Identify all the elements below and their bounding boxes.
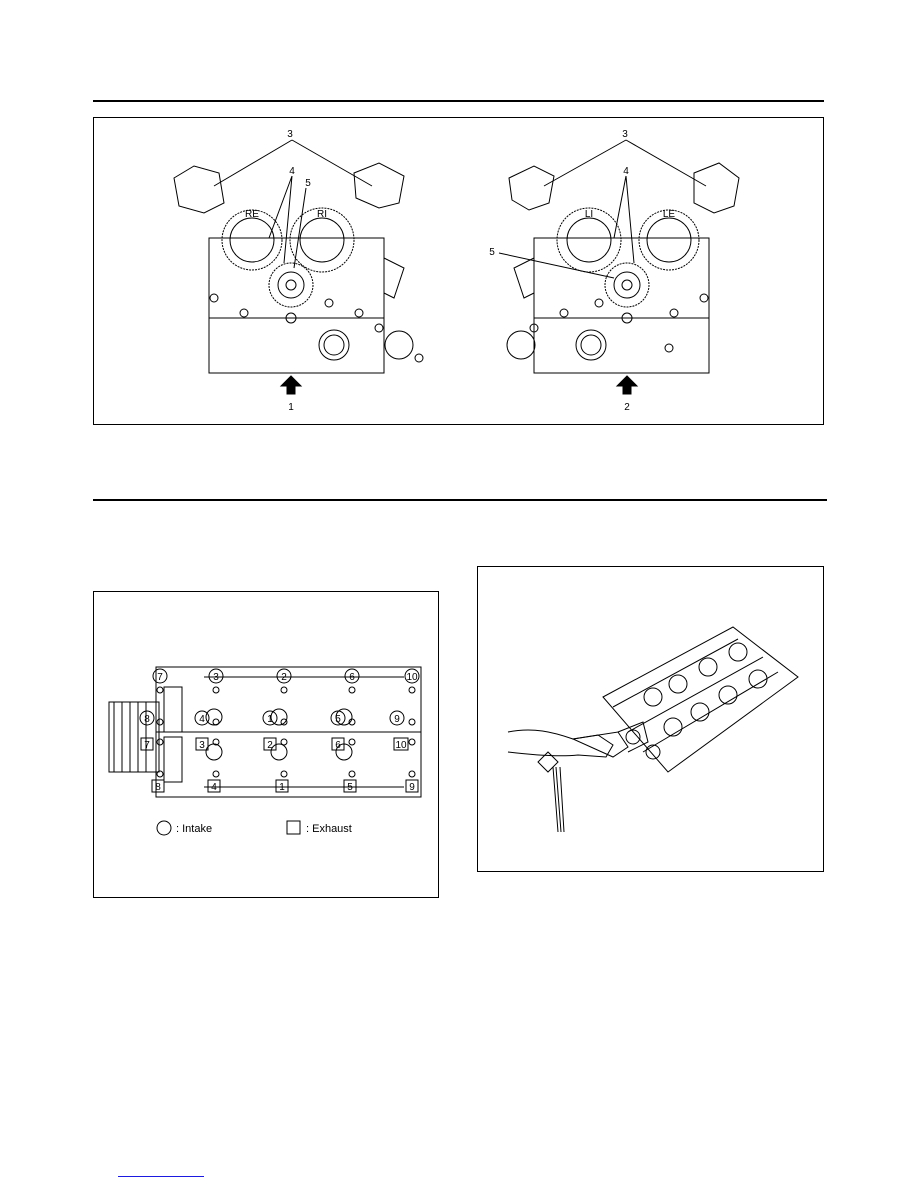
exhaust-number: 5 [347, 782, 353, 793]
intake-number: 3 [213, 672, 219, 683]
exhaust-number: 6 [335, 740, 341, 751]
callout-4-right: 4 [623, 166, 629, 177]
exhaust-number: 8 [155, 782, 161, 793]
intake-number: 10 [406, 672, 418, 683]
head-body-right [533, 237, 710, 374]
cylinder-head-illustration: 3 4 5 3 4 5 RE RI LI LE 1 2 [173, 129, 740, 413]
head-body-left [208, 237, 385, 374]
legend-exhaust-label: : Exhaust [306, 823, 352, 835]
callout-5-right: 5 [489, 247, 495, 258]
intake-number: 4 [199, 714, 205, 725]
intake-number: 8 [144, 714, 150, 725]
footer-link-underline[interactable] [118, 1176, 204, 1177]
intake-number: 1 [267, 714, 273, 725]
exhaust-number: 10 [395, 740, 407, 751]
cam-label-le: LE [663, 209, 676, 220]
intake-number: 9 [394, 714, 400, 725]
view-number-1: 1 [288, 402, 294, 413]
figure-hammer-removal [477, 566, 824, 872]
section-divider [93, 499, 827, 501]
intake-number: 6 [349, 672, 355, 683]
intake-number: 7 [157, 672, 163, 683]
exhaust-number: 3 [199, 740, 205, 751]
exhaust-number: 7 [144, 740, 150, 751]
intake-number: 5 [335, 714, 341, 725]
legend-exhaust-square [286, 820, 301, 835]
callout-3-right: 3 [622, 129, 628, 140]
figure-bolt-sequence: 7 3 2 6 10 8 4 1 5 9 7 3 2 6 10 8 4 1 5 … [93, 591, 439, 898]
cam-label-re: RE [245, 209, 259, 220]
cylinder-head-outline [602, 626, 799, 773]
sprocket-end [108, 701, 160, 773]
exhaust-number: 2 [267, 740, 273, 751]
top-divider [93, 100, 824, 102]
legend-intake-circle [156, 820, 172, 836]
hammer-illustration [507, 626, 799, 833]
figure-camshaft-sprockets: 3 4 5 3 4 5 RE RI LI LE 1 2 [93, 117, 824, 425]
callout-4-left: 4 [289, 166, 295, 177]
callout-5-left: 5 [305, 178, 311, 189]
callout-3-left: 3 [287, 129, 293, 140]
exhaust-number: 9 [409, 782, 415, 793]
bolt-sequence-illustration: 7 3 2 6 10 8 4 1 5 9 7 3 2 6 10 8 4 1 5 … [108, 666, 422, 836]
exhaust-number: 1 [279, 782, 285, 793]
intake-number: 2 [281, 672, 287, 683]
exhaust-number: 4 [211, 782, 217, 793]
cam-label-li: LI [585, 209, 593, 220]
cam-label-ri: RI [317, 209, 327, 220]
view-number-2: 2 [624, 402, 630, 413]
legend-intake-label: : Intake [176, 823, 212, 835]
